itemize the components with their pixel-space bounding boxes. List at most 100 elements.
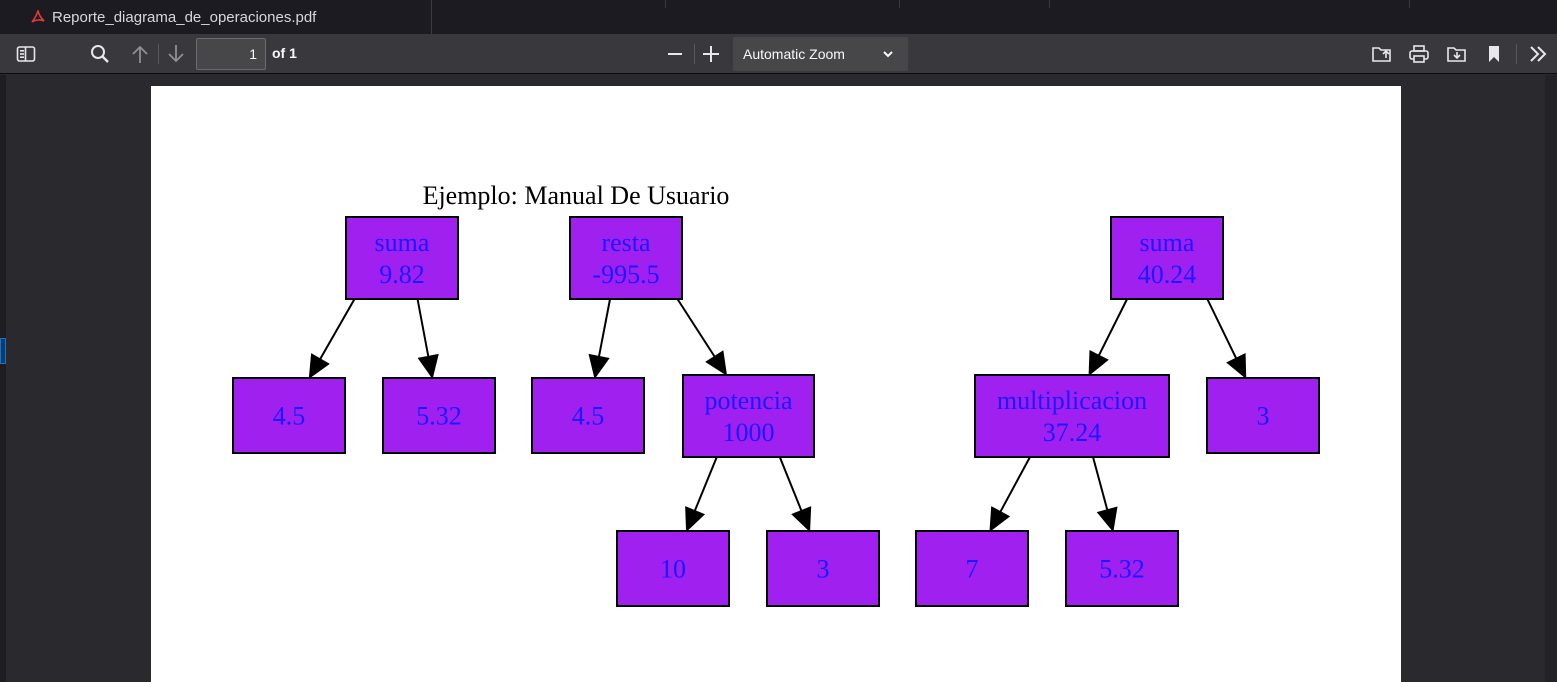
save-button[interactable] [1443,40,1471,68]
diagram-node: resta -995.5 [569,216,683,300]
edges-layer [308,298,1247,533]
node-box [1110,216,1224,300]
toolbar-separator [694,44,695,64]
diagram-node: 4.5 [531,377,645,454]
sidebar-toggle-button[interactable] [12,40,40,68]
node-box [232,377,346,454]
zoom-value: Automatic Zoom [743,46,845,62]
page-number-input[interactable] [196,38,266,70]
node-box [345,216,459,300]
node-box [915,530,1029,607]
arrowhead [989,506,1011,533]
download-icon [1447,47,1466,62]
arrowhead [417,353,439,380]
node-label: 10 [660,555,686,584]
node-label: 37.24 [1043,418,1102,447]
edge-n9-n10 [1098,298,1128,356]
node-box [616,530,730,607]
toolbar-separator [158,44,159,64]
zoom-out-button[interactable] [661,40,689,68]
page-count-label: of 1 [272,45,297,61]
node-label: multiplicacion [997,386,1147,415]
arrowhead [705,350,728,377]
node-label: 7 [966,555,979,584]
node-label: 40.24 [1138,260,1197,289]
node-box [531,377,645,454]
edge-n9-n11 [1206,298,1238,359]
tab-slot [666,0,900,8]
minus-icon [668,53,682,55]
node-label: 1000 [723,418,775,447]
tools-menu-button[interactable] [1524,40,1552,68]
node-label: 9.82 [379,260,425,289]
diagram-node: 3 [766,530,880,607]
node-box [682,374,815,458]
diagram-node: 7 [915,530,1029,607]
node-label: 4.5 [572,402,605,431]
arrowhead [308,353,330,380]
diagram-title: Ejemplo: Manual De Usuario [423,181,730,210]
node-label: 3 [1257,402,1270,431]
bookmark-icon [1489,46,1499,62]
tab-slot [1050,0,1410,8]
edge-n6-n7 [693,456,718,512]
bookmark-button[interactable] [1480,40,1508,68]
tab-bar: Reporte_diagrama_de_operaciones.pdf [0,0,1557,34]
node-label: suma [1140,228,1195,257]
diagram-node: suma 9.82 [345,216,459,300]
sidebar-handle[interactable] [0,338,6,364]
node-label: potencia [704,386,793,415]
toolbar-separator [1516,44,1517,64]
node-box [1065,530,1179,607]
tab-slot [900,0,1050,8]
edge-n1-n2 [319,298,356,360]
edge-n4-n5 [598,298,612,357]
nodes-layer: suma 9.82 4.5 5.32 resta -995.5 4.5 potencia 100… [232,216,1320,607]
diagram-node: potencia 1000 [682,374,815,458]
diagram-node: 4.5 [232,377,346,454]
pdf-icon [31,10,45,23]
arrow-up-icon [132,45,148,63]
node-label: 5.32 [1099,555,1145,584]
sidebar-icon [16,46,36,62]
open-file-button[interactable] [1368,40,1396,68]
arrowhead [1088,350,1109,377]
arrowhead [685,506,706,533]
print-button[interactable] [1405,40,1433,68]
double-chevron-right-icon [1530,46,1547,62]
edge-n6-n8 [778,456,803,511]
node-label: 4.5 [273,402,306,431]
node-label: resta [601,228,651,257]
zoom-in-button[interactable] [697,40,725,68]
chevron-down-icon [883,51,893,58]
previous-page-button[interactable] [126,40,154,68]
node-box [569,216,683,300]
arrowhead [1096,506,1118,533]
diagram-node: 5.32 [1065,530,1179,607]
node-label: 3 [817,555,830,584]
plus-icon [703,46,719,62]
vertical-scrollbar[interactable] [1545,75,1557,682]
next-page-button[interactable] [162,40,190,68]
arrowhead [1226,353,1247,380]
zoom-select[interactable]: Automatic Zoom [733,37,908,71]
node-label: suma [375,228,430,257]
search-icon [91,45,109,63]
pdf-page: Ejemplo: Manual De Usuario suma 9.82 4.5 5.… [151,86,1401,682]
diagram-node: 5.32 [382,377,496,454]
node-label: -995.5 [592,260,659,289]
node-box [766,530,880,607]
node-box [1206,377,1320,454]
node-box [974,374,1170,458]
diagram-node: suma 40.24 [1110,216,1224,300]
operations-diagram: Ejemplo: Manual De Usuario suma 9.82 4.5 5.… [232,181,1320,607]
arrow-down-icon [168,45,184,63]
tab-pdf-document[interactable]: Reporte_diagrama_de_operaciones.pdf [0,0,432,34]
tab-title: Reporte_diagrama_de_operaciones.pdf [52,8,317,26]
node-box [382,377,496,454]
edge-n10-n13 [1092,456,1109,511]
diagram-node: 10 [616,530,730,607]
arrowhead [791,506,812,533]
find-button[interactable] [86,40,114,68]
tab-slot [432,0,666,8]
